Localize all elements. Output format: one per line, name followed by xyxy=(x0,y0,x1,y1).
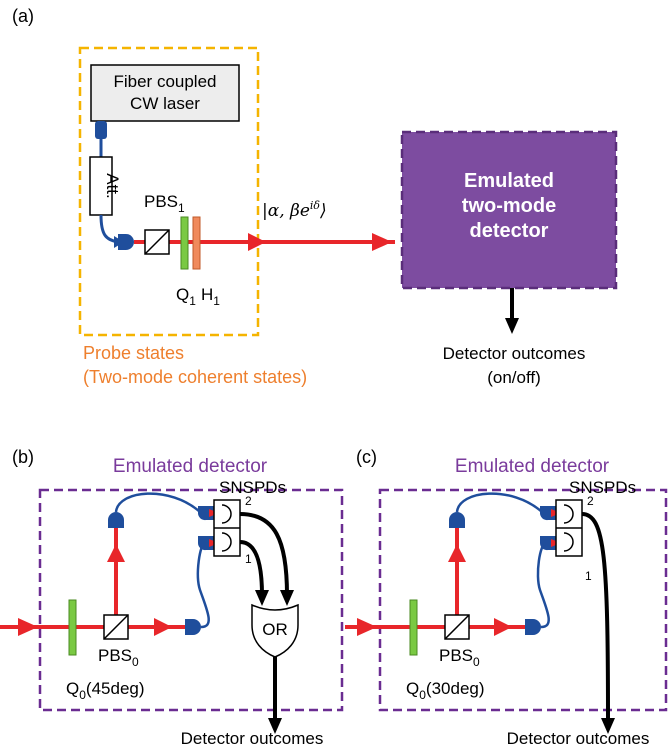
panel-c-outcome-label: Detector outcomes xyxy=(507,729,650,747)
two-mode-detector xyxy=(400,130,618,290)
detector-label-line3: detector xyxy=(470,220,549,242)
port-2-label: 2 xyxy=(245,494,252,508)
signal-wire xyxy=(239,540,264,596)
attenuator-label: Att. xyxy=(103,173,122,199)
detector-element xyxy=(563,532,574,552)
quarter-waveplate-q1 xyxy=(180,216,189,270)
panel-c-label: (c) xyxy=(356,447,377,467)
collimator xyxy=(108,512,124,528)
panel-b-outcome-label: Detector outcomes xyxy=(181,729,324,747)
on-off-label: (on/off) xyxy=(487,368,541,387)
quarter-waveplate-q0 xyxy=(68,599,77,656)
cw-laser xyxy=(90,64,240,122)
or-gate-label: OR xyxy=(262,620,288,639)
coherent-state-label: |α, βeiδ⟩ xyxy=(262,199,327,221)
fiber-connector xyxy=(95,121,107,139)
beam-arrow-icon xyxy=(248,233,266,251)
panel-c-emulated-box xyxy=(378,488,668,712)
pbs0-diagonal xyxy=(444,614,470,640)
collimator xyxy=(118,234,134,250)
panel-b-title: Emulated detector xyxy=(113,456,268,477)
panel-b-emulated-box xyxy=(38,488,344,712)
signal-arrow-icon xyxy=(280,590,294,606)
detector-element xyxy=(221,504,232,524)
detector-label-line2: two-mode xyxy=(462,195,556,217)
q0-label: Q0(30deg) xyxy=(406,679,485,702)
fiber xyxy=(196,541,210,629)
fiber xyxy=(114,492,201,513)
collimator xyxy=(449,512,465,528)
detector-element xyxy=(221,532,232,552)
pbs1-diagonal xyxy=(144,229,170,255)
fiber xyxy=(536,541,550,629)
probe-states-label: Probe states xyxy=(83,343,184,363)
beam-arrow-icon xyxy=(372,233,392,251)
collimator xyxy=(525,619,541,635)
output-arrow-icon xyxy=(601,718,615,734)
detector-label-line1: Emulated xyxy=(464,170,554,192)
output-arrow-icon xyxy=(268,718,282,734)
port-2-label: 2 xyxy=(587,494,594,508)
beam-arrow-icon xyxy=(107,544,125,562)
quarter-waveplate-q0 xyxy=(409,599,418,656)
probe-state-box xyxy=(78,46,260,337)
pbs0-diagonal xyxy=(103,614,129,640)
beam-arrow-icon xyxy=(357,618,377,636)
snspd-label: SNSPDs xyxy=(569,478,636,497)
panel-c-title: Emulated detector xyxy=(455,456,610,477)
signal-wire xyxy=(581,512,610,723)
probe-states-sublabel: (Two-mode coherent states) xyxy=(83,367,307,387)
pbs0-label: PBS0 xyxy=(98,646,139,669)
snspd-label: SNSPDs xyxy=(219,478,286,497)
beam-arrow-icon xyxy=(448,544,466,562)
pbs1-label: PBS1 xyxy=(144,192,185,215)
fiber xyxy=(455,492,543,513)
beam-arrow-icon xyxy=(494,618,512,636)
detector-outcomes-label: Detector outcomes xyxy=(443,344,586,363)
signal-arrow-icon xyxy=(255,590,269,606)
detector-element xyxy=(563,504,574,524)
output-arrow-icon xyxy=(505,318,519,334)
panel-b-label: (b) xyxy=(12,447,34,467)
port-1-label: 1 xyxy=(245,552,252,566)
panel-a-label: (a) xyxy=(12,6,34,26)
beam-arrow-icon xyxy=(18,618,38,636)
beam-arrow-icon xyxy=(154,618,172,636)
pbs0-label: PBS0 xyxy=(439,646,480,669)
collimator xyxy=(185,619,201,635)
signal-wire xyxy=(239,512,289,596)
h1-label: H1 xyxy=(201,285,220,308)
laser-label-line1: Fiber coupled xyxy=(113,72,216,91)
port-1-label: 1 xyxy=(585,569,592,583)
or-gate xyxy=(251,603,299,658)
q0-label: Q0(45deg) xyxy=(66,679,145,702)
half-waveplate-h1 xyxy=(192,216,201,270)
laser-label-line2: CW laser xyxy=(130,94,200,113)
q1-label: Q1 xyxy=(176,285,196,308)
